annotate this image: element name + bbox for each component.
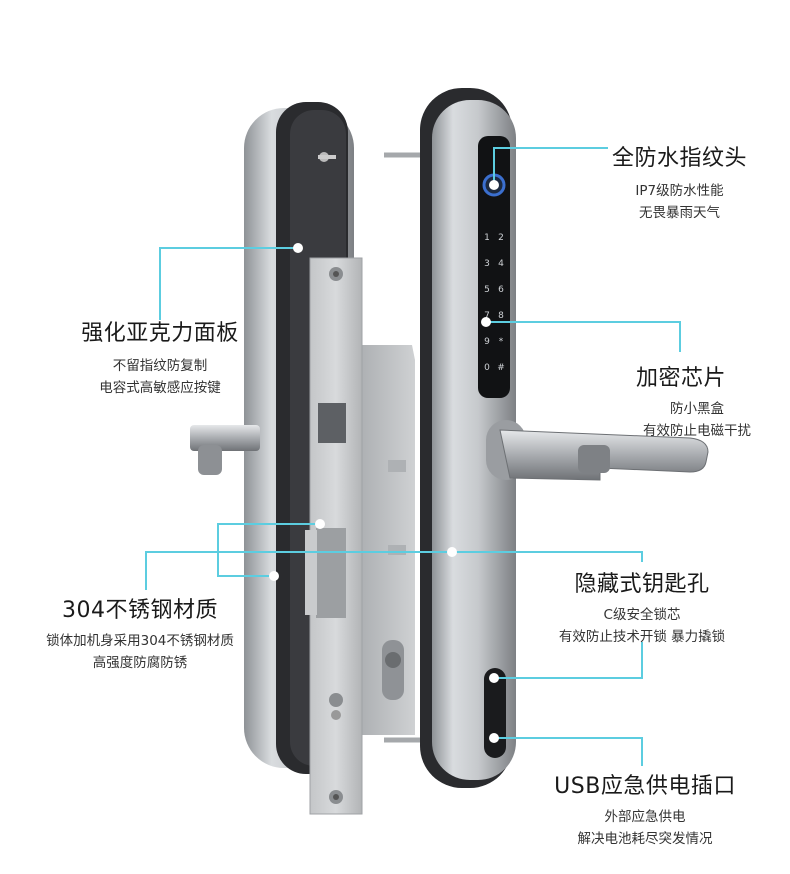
keypad-key: 6 [498,285,504,295]
callout-line: 无畏暴雨天气 [639,205,720,221]
callout-line: 防小黑盒 [670,401,724,417]
callout-line: 不留指纹防复制 [112,358,208,374]
callout-keyhole: 隐藏式钥匙孔 C级安全锁芯 有效防止技术开锁 暴力撬锁 [532,566,752,648]
leader-steel-3 [217,552,274,577]
callout-line: 锁体加机身采用304不锈钢材质 [46,633,234,649]
keypad-key: * [499,337,504,347]
callout-line: 电容式高敏感应按键 [99,380,221,396]
keypad-key: 1 [484,233,490,243]
callout-title: 304不锈钢材质 [62,598,218,623]
leader-dots [269,180,499,743]
callout-title: 全防水指纹头 [612,146,748,171]
usb-port-cover [484,668,506,758]
callout-title: 隐藏式钥匙孔 [574,572,710,597]
leader-lines [145,147,681,766]
callout-chip: 加密芯片 防小黑盒 有效防止电磁干扰 [622,360,772,442]
leader-panel [159,247,298,320]
callout-title: USB应急供电插口 [554,774,736,799]
leader-chip [486,321,681,352]
acrylic-panel [478,136,510,398]
callout-title: 强化亚克力面板 [81,321,239,346]
keypad-key: 5 [484,285,490,295]
callout-line: 有效防止电磁干扰 [643,423,751,439]
callout-steel: 304不锈钢材质 锁体加机身采用304不锈钢材质 高强度防腐防锈 [20,592,260,674]
keypad-key: 8 [498,311,504,321]
callout-line: 有效防止技术开锁 暴力撬锁 [558,629,726,645]
leader-steel-2 [217,523,320,552]
keypad-key: 2 [498,233,504,243]
keypad-key: 3 [484,259,490,269]
face-plate [305,257,404,815]
leader-usb [494,737,643,766]
leader-steel-1 [145,551,452,590]
callout-line: C级安全锁芯 [603,607,681,623]
callout-line: 高强度防腐防锈 [92,655,188,671]
keypad-key: 7 [484,311,490,321]
callout-line: 外部应急供电 [604,809,686,825]
mortise-lock-body [352,345,415,735]
keypad-key: 9 [484,337,490,347]
leader-keyhole-2 [494,642,643,679]
callout-title: 加密芯片 [636,366,727,391]
leader-fingerprint [493,147,608,185]
outer-lock-body [384,88,709,788]
keypad-key: 4 [498,259,504,269]
callout-panel: 强化亚克力面板 不留指纹防复制 电容式高敏感应按键 [72,315,248,399]
leader-keyhole [452,551,643,562]
callout-usb: USB应急供电插口 外部应急供电 解决电池耗尽突发情况 [540,768,750,850]
keypad-key: # [497,363,505,373]
callout-line: IP7级防水性能 [635,183,724,199]
callout-line: 解决电池耗尽突发情况 [577,831,713,847]
keypad-key: 0 [484,363,490,373]
callout-fingerprint: 全防水指纹头 IP7级防水性能 无畏暴雨天气 [612,140,747,224]
